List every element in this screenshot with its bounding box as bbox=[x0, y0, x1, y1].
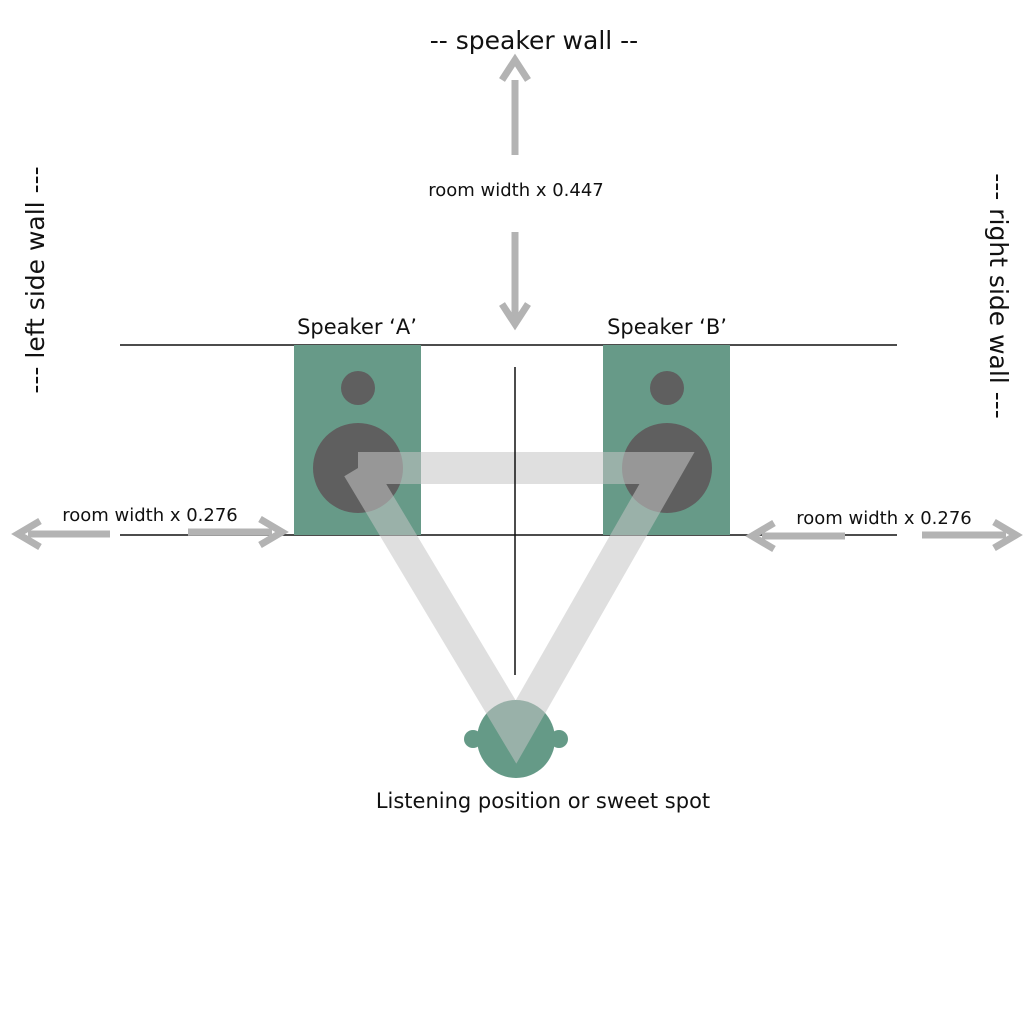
right-distance-label: room width x 0.276 bbox=[796, 508, 972, 529]
left-side-wall-label: --- left side wall --- bbox=[21, 166, 50, 393]
listener-label: Listening position or sweet spot bbox=[376, 789, 710, 813]
speaker-b bbox=[603, 345, 730, 535]
listening-triangle bbox=[344, 452, 695, 764]
right-distance-arrow-out bbox=[922, 518, 1023, 552]
front-distance-label: room width x 0.447 bbox=[428, 180, 604, 201]
speaker-a bbox=[294, 345, 421, 535]
speaker-a-label: Speaker ‘A’ bbox=[297, 315, 417, 339]
front-distance-arrow-up bbox=[499, 53, 531, 155]
speaker-a-tweeter bbox=[341, 371, 375, 405]
right-distance-arrow-in bbox=[745, 519, 845, 553]
right-side-wall-label: --- right side wall --- bbox=[984, 173, 1013, 419]
speaker-wall-label: -- speaker wall -- bbox=[430, 26, 638, 55]
left-distance-arrow-in bbox=[188, 515, 289, 549]
left-distance-label: room width x 0.276 bbox=[62, 505, 238, 526]
speaker-b-tweeter bbox=[650, 371, 684, 405]
speaker-b-label: Speaker ‘B’ bbox=[607, 315, 727, 339]
front-distance-arrow-down bbox=[499, 232, 531, 331]
left-distance-arrow-out bbox=[11, 517, 110, 551]
